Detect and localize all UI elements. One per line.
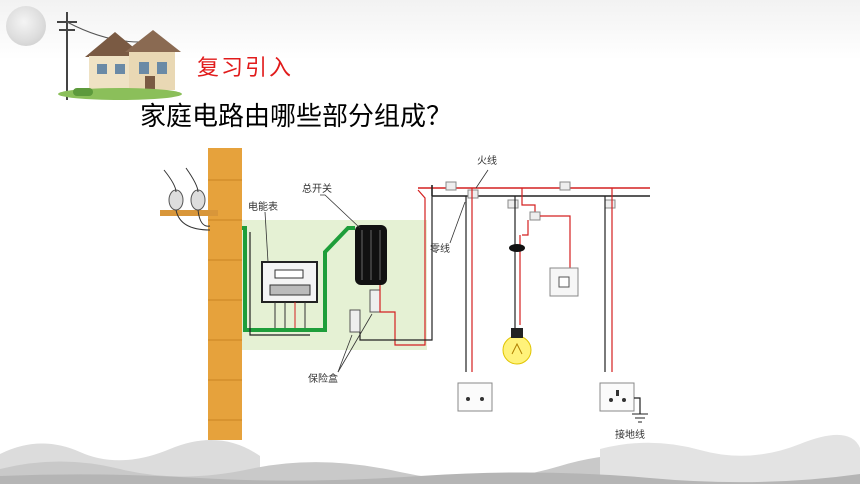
question-text: 家庭电路由哪些部分组成？ <box>140 102 453 132</box>
main-switch <box>355 225 387 285</box>
label-ground-wire: 接地线 <box>615 428 645 441</box>
label-neutral-wire: 零线 <box>430 242 450 255</box>
label-live-wire: 火线 <box>477 154 497 167</box>
label-fuse-box: 保险盒 <box>308 372 338 385</box>
label-electric-meter: 电能表 <box>248 200 278 213</box>
house-icon <box>57 12 182 100</box>
brick-wall <box>208 148 242 440</box>
mountain-decoration <box>0 434 860 484</box>
section-title: 复习引入 <box>197 56 294 81</box>
moon-icon <box>6 6 46 46</box>
light-bulb-icon <box>502 328 532 365</box>
insulator-bracket <box>160 210 218 216</box>
wall-outlet <box>457 382 493 412</box>
light-switch <box>549 267 579 297</box>
label-main-switch: 总开关 <box>302 182 332 195</box>
household-circuit-diagram: 火线 总开关 电能表 零线 保险盒 接地线 <box>160 148 650 441</box>
insulator-icon <box>168 189 206 211</box>
ground-icon <box>632 413 648 423</box>
electric-meter <box>261 261 318 328</box>
wall-outlet-grounded <box>599 382 635 412</box>
